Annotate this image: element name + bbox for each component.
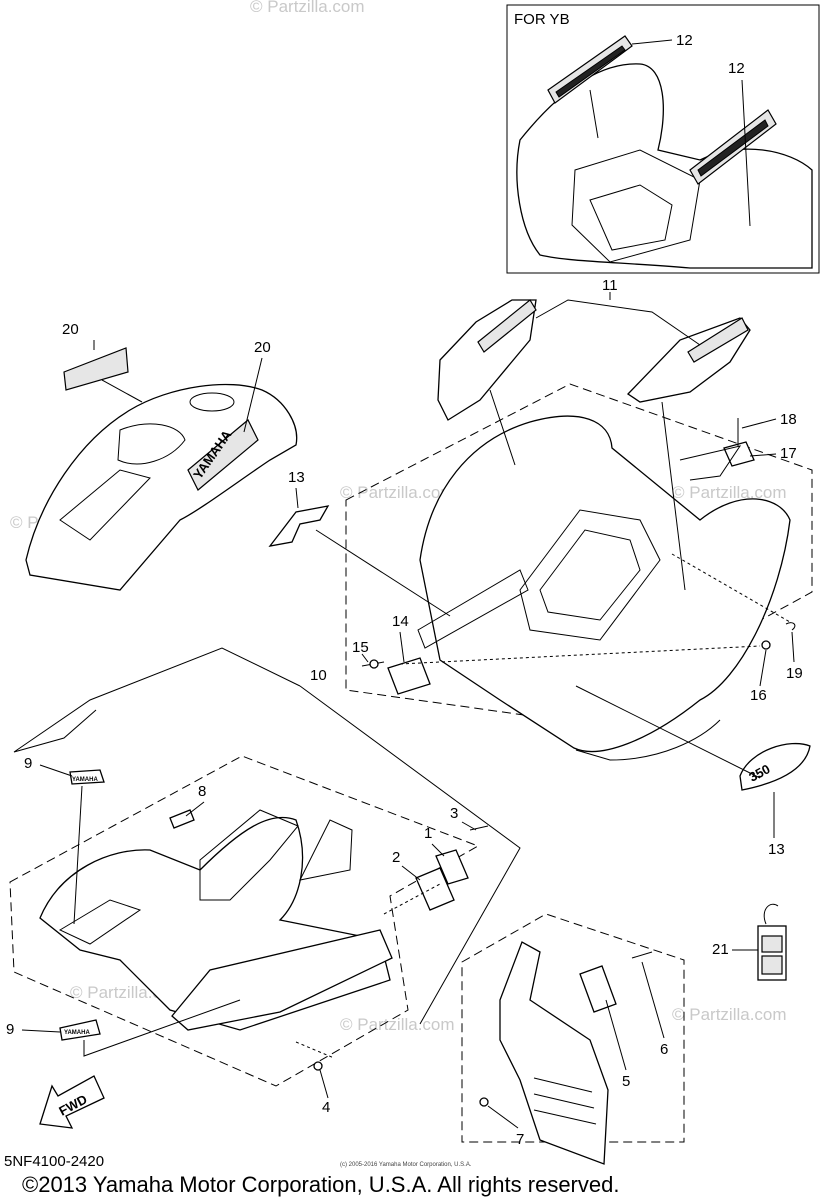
yamaha-decal-9-top-text: YAMAHA [72, 777, 98, 783]
callout-9: 9 [6, 1021, 14, 1038]
fuel-tank-cover-group: 20 YAMAHA 20 [25, 321, 298, 591]
decal-13-350 [739, 742, 811, 791]
callout-6: 6 [660, 1041, 668, 1058]
callout-7: 7 [516, 1131, 524, 1148]
callout-14: 14 [392, 613, 409, 630]
part-code: 5NF4100-2420 [4, 1153, 104, 1170]
callout-12: 12 [676, 32, 693, 49]
yamaha-decal-9-bottom-text: YAMAHA [64, 1030, 90, 1036]
copyright: ©2013 Yamaha Motor Corporation, U.S.A. A… [22, 1172, 619, 1197]
yamaha-decal-9-bottom [59, 1019, 101, 1041]
inset-storage-box [571, 149, 701, 263]
callout-3: 3 [450, 805, 458, 822]
callout-12: 12 [728, 60, 745, 77]
mud-flap-group: 6 5 7 [461, 913, 685, 1165]
mud-flap-boundary [461, 913, 685, 1143]
yamaha-decal-tank [187, 419, 259, 491]
decal-20-top [63, 347, 129, 391]
callout-20: 20 [254, 339, 271, 356]
callout-2: 2 [392, 849, 400, 866]
watermark: © Partzilla.com [340, 483, 455, 502]
tag-21-group: 21 [712, 903, 787, 981]
inset-for-yb: FOR YB 12 12 [506, 4, 820, 274]
watermark: © Partzilla.com [672, 1005, 787, 1024]
rear-fender [419, 415, 791, 752]
plate-14 [387, 657, 431, 695]
decal-13-left [268, 505, 330, 547]
front-fender-group: 10 YAMAHA 9 8 1 2 3 YAMAHA 9 [6, 647, 521, 1129]
yamaha-decal-9-top [69, 769, 105, 785]
rear-fender-group: 11 18 17 13 15 14 16 19 [268, 277, 813, 858]
watermark: © Partzilla.com [340, 1015, 455, 1034]
callout-13: 13 [288, 469, 305, 486]
callout-11: 11 [602, 277, 618, 294]
small-notice: (c) 2005-2016 Yamaha Motor Corporation, … [340, 1162, 472, 1168]
plate-5 [579, 965, 617, 1013]
callout-10: 10 [310, 667, 327, 684]
nut-4 [313, 1061, 323, 1071]
callout-16: 16 [750, 687, 767, 704]
callout-18: 18 [780, 411, 797, 428]
screw-3 [469, 825, 489, 831]
mud-flap [499, 941, 609, 1165]
callout-9: 9 [24, 755, 32, 772]
inset-frame [506, 4, 820, 274]
inset-rear-fender [516, 63, 813, 269]
nut-16 [761, 640, 771, 650]
rear-fender-storage [519, 509, 661, 641]
front-fender-boundary [9, 755, 480, 1087]
clip-19 [785, 622, 796, 631]
fuel-tank-cover [25, 383, 298, 591]
part-1 [435, 849, 469, 885]
fwd-arrow [39, 1075, 105, 1129]
rear-fender-boundary [345, 383, 813, 723]
nut-7 [479, 1097, 489, 1107]
callout-17: 17 [780, 445, 797, 462]
callout-5: 5 [622, 1073, 630, 1090]
inset-title: FOR YB [514, 11, 570, 28]
callout-19: 19 [786, 665, 803, 682]
plate-2 [415, 867, 455, 911]
watermark: © Partzilla.com [250, 0, 365, 16]
watermark: © Partzilla.com [672, 483, 787, 502]
callout-8: 8 [198, 783, 206, 800]
callout-15: 15 [352, 639, 369, 656]
screw-6 [631, 951, 653, 959]
callout-1: 1 [424, 825, 432, 842]
callout-20: 20 [62, 321, 79, 338]
callout-4: 4 [322, 1099, 330, 1116]
callout-21: 21 [712, 941, 729, 958]
callout-13: 13 [768, 841, 785, 858]
